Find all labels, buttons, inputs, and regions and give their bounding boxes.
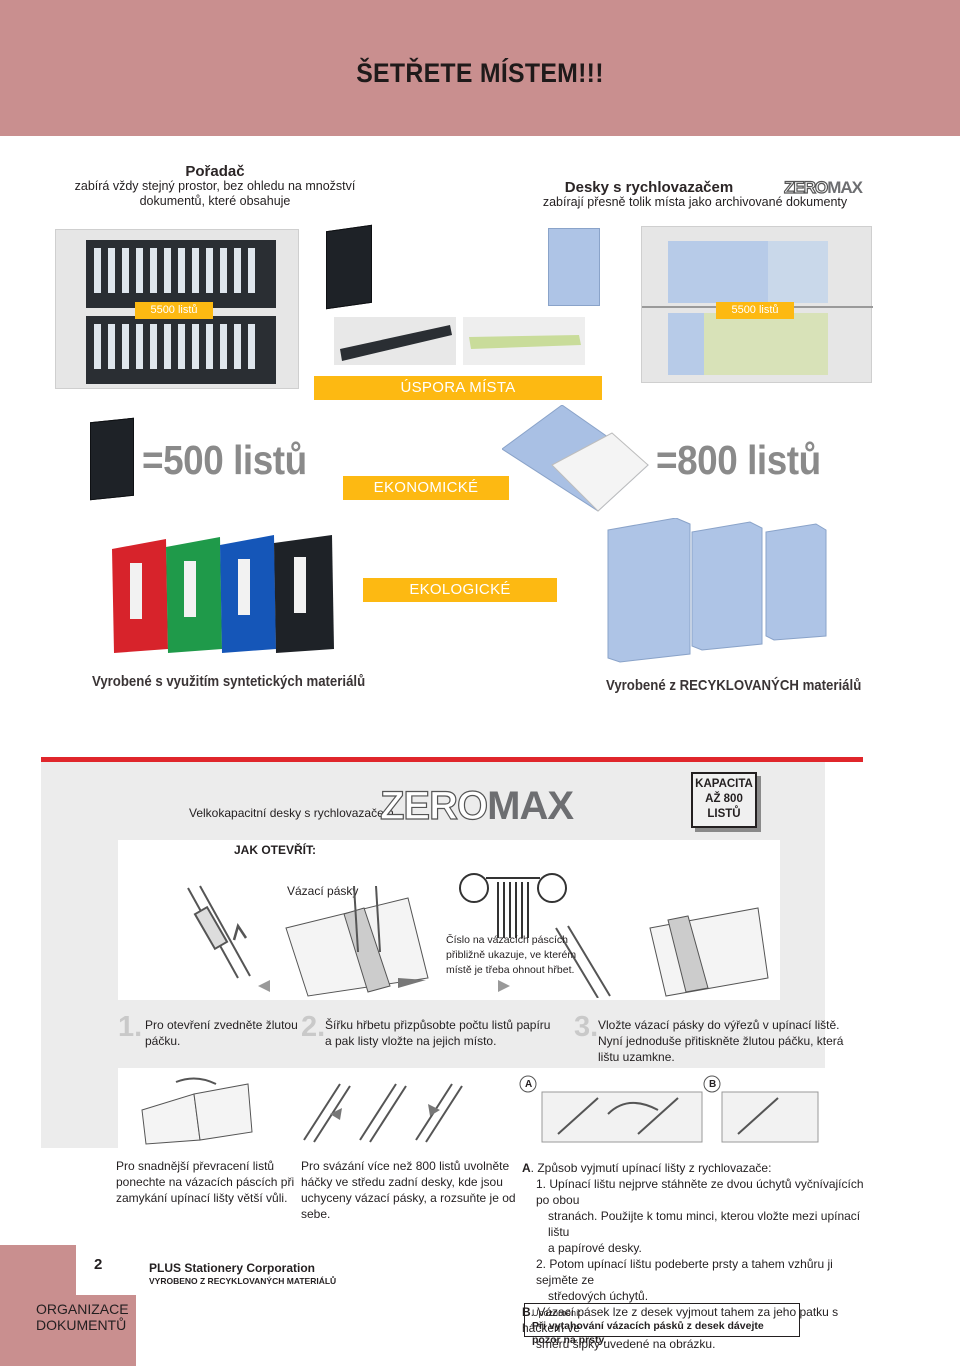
page-turning-diagram xyxy=(136,1074,256,1146)
binder-caption: Pořadač zabírá vždy stejný prostor, bez … xyxy=(60,164,370,209)
warning-box: Upozornění: Při vytahování vázacích pásk… xyxy=(524,1303,800,1346)
zeromax-logo: ZEROMAX xyxy=(379,783,574,828)
company-name: PLUS Stationery Corporation xyxy=(149,1261,316,1275)
page-number-notch xyxy=(76,1245,136,1295)
binder-open-photo xyxy=(334,317,456,365)
binder-shelf-photo xyxy=(55,229,299,389)
binder-photo-small xyxy=(326,224,372,310)
diagram-label-b: B xyxy=(709,1079,717,1090)
folder-caption: Desky s rychlovazačem zabírají přesně to… xyxy=(540,180,850,210)
recycled-folders-photo xyxy=(606,518,828,664)
strip-release-diagram xyxy=(300,1074,470,1146)
step-1-number: 1. xyxy=(118,1011,143,1043)
bar-removal-diagram xyxy=(518,1074,824,1146)
folder-photo-small xyxy=(548,228,600,306)
header-band xyxy=(0,0,960,136)
step-2-number: 2. xyxy=(301,1011,326,1043)
warning-title: Upozornění: xyxy=(532,1308,582,1318)
recycled-note: VYROBENO Z RECYKLOVANÝCH MATERIÁLŮ xyxy=(149,1276,337,1286)
folder-capacity: =800 listů xyxy=(656,437,821,483)
warning-text: Při vytahování vázacích pásků z desek dá… xyxy=(532,1320,764,1346)
tip-page-turning: Pro snadnější převracení listů ponechte … xyxy=(116,1159,295,1205)
binder-capacity: =500 listů xyxy=(142,437,307,483)
binder-caption-line-2: dokumentů, které obsahuje xyxy=(139,194,291,208)
folder-caption-line: zabírají přesně tolik místa jako archivo… xyxy=(542,195,848,209)
zeromax-logo-small: ZEROMAX xyxy=(783,177,863,197)
page-number: 2 xyxy=(94,1256,103,1273)
ecological-label: EKOLOGICKÉ xyxy=(363,578,557,602)
binder-title: Pořadač xyxy=(185,163,245,180)
binder-capacity-photo xyxy=(90,417,134,501)
section-name: ORGANIZACE DOKUMENTŮ xyxy=(36,1301,129,1333)
step-3-text: Vložte vázací pásky do výřezů v upínací … xyxy=(598,1018,844,1064)
colored-binders-photo xyxy=(108,535,340,655)
recycled-material-caption: Vyrobené z RECYKLOVANÝCH materiálů xyxy=(606,677,862,694)
folder-capacity-photo xyxy=(502,405,650,513)
folder-open-photo xyxy=(463,317,585,365)
folder-title: Desky s rychlovazačem xyxy=(564,179,734,196)
tip-over-800-sheets: Pro svázání více než 800 listů uvolněte … xyxy=(301,1159,516,1221)
folder-sheets-tag: 5500 listů xyxy=(716,302,794,319)
section-divider xyxy=(41,757,863,762)
space-saving-label: ÚSPORA MÍSTA xyxy=(314,376,602,400)
binder-caption-line-1: zabírá vždy stejný prostor, bez ohledu n… xyxy=(74,179,356,193)
step-2-text: Šířku hřbetu přizpůsobte počtu listů pap… xyxy=(325,1018,551,1048)
diagram-label-a: A xyxy=(525,1079,533,1090)
synthetic-material-caption: Vyrobené s využitím syntetických materiá… xyxy=(92,673,366,690)
step-1-text: Pro otevření zvedněte žlutou páčku. xyxy=(145,1018,298,1048)
capacity-badge: KAPACITA AŽ 800 LISTŮ xyxy=(691,772,757,828)
strip-numbers-note: Číslo na vázacích páscích přibližně ukaz… xyxy=(446,934,577,976)
binder-sheets-tag: 5500 listů xyxy=(135,302,213,319)
step-3-number: 3. xyxy=(574,1011,599,1043)
product-title: Velkokapacitní desky s rychlovazačem xyxy=(189,806,394,820)
how-to-open-heading: JAK OTEVŘÍT: xyxy=(234,843,317,857)
binding-strips-label: Vázací pásky xyxy=(287,884,359,898)
economic-label: EKONOMICKÉ xyxy=(343,476,509,500)
removal-instructions: A. Způsob vyjmutí upínací lišty z rychlo… xyxy=(522,1161,864,1351)
page-title: ŠETŘETE MÍSTEM!!! xyxy=(356,58,604,88)
opening-diagram xyxy=(168,868,776,998)
